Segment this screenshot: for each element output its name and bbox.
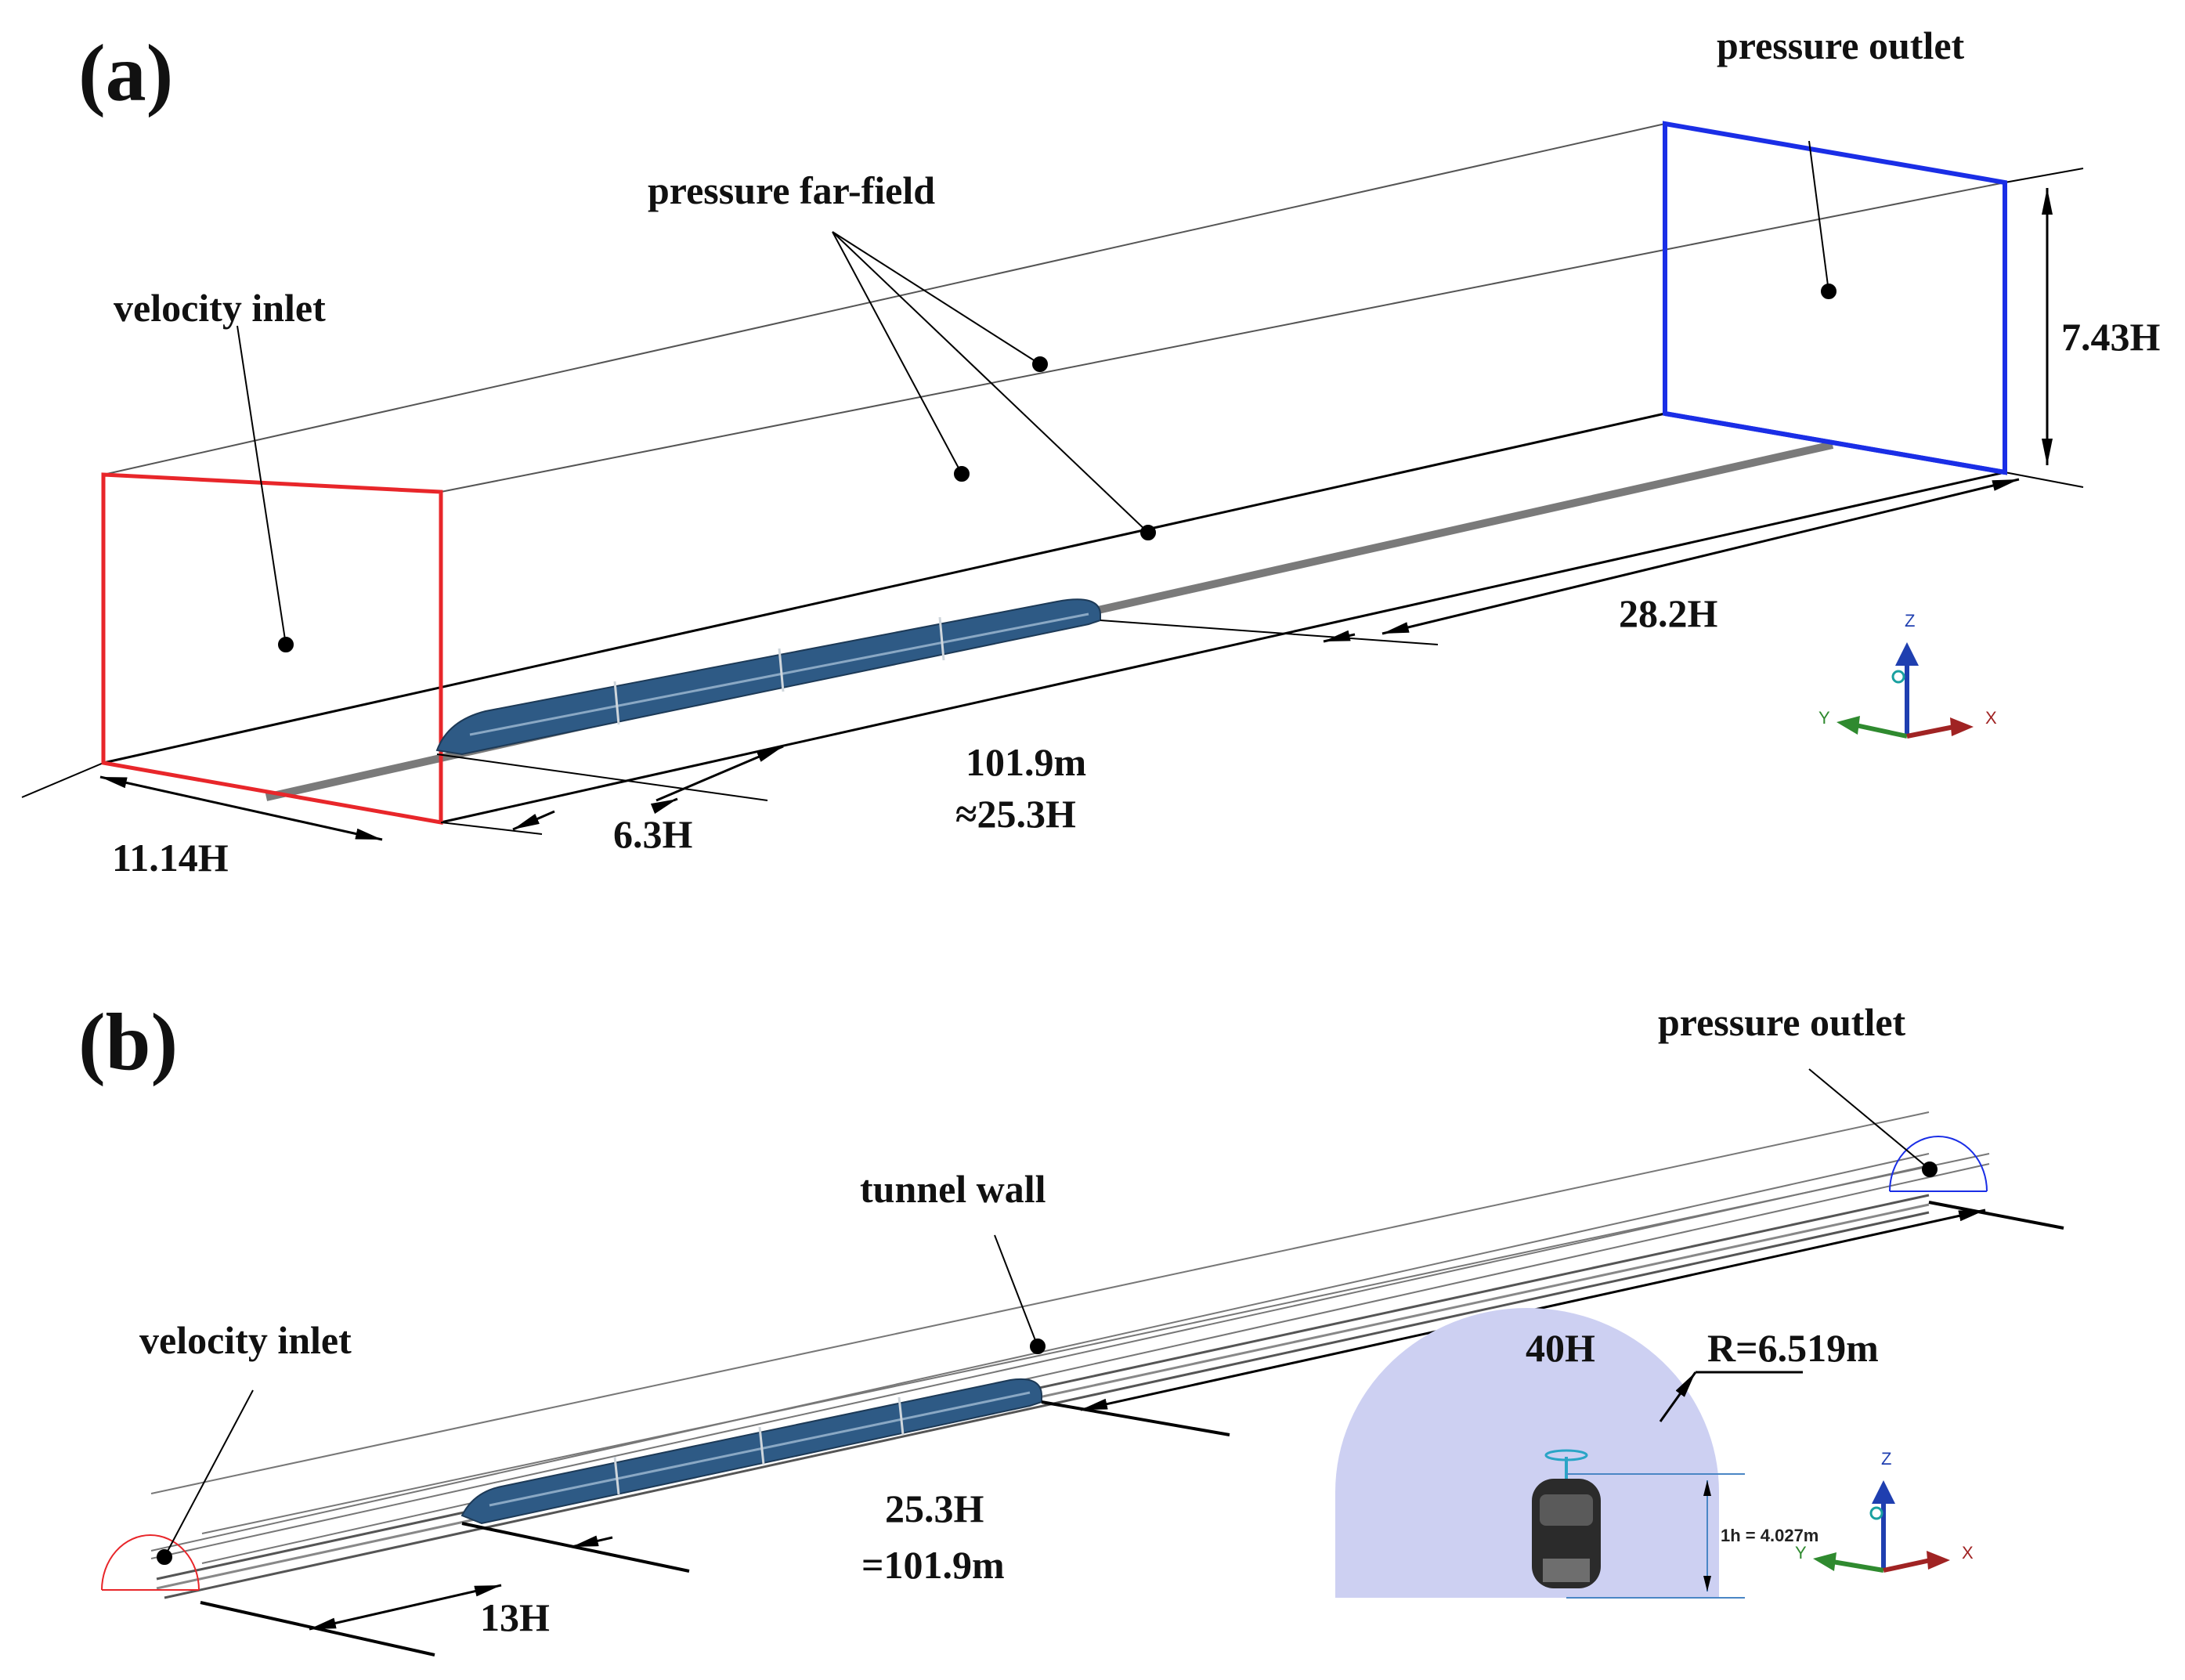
label-velocity-inlet-b: velocity inlet — [139, 1318, 352, 1362]
train-model-b — [460, 1378, 1042, 1525]
train-front-view — [1532, 1449, 1601, 1588]
domain-box — [21, 123, 2084, 824]
axis-triad-a: Z Y X — [1818, 611, 1997, 739]
label-train-length-m-b: =101.9m — [861, 1543, 1005, 1587]
label-pressure-outlet-b: pressure outlet — [1658, 1000, 1906, 1044]
pressure-outlet-arc — [1889, 1136, 1988, 1192]
label-tunnel-radius: R=6.519m — [1707, 1326, 1879, 1370]
panel-a-label: (a) — [78, 28, 173, 118]
tunnel-cross-section: 1h = 4.027m — [1335, 1308, 1818, 1599]
label-train-height: 1h = 4.027m — [1721, 1526, 1818, 1545]
axis-label-z-a: Z — [1905, 611, 1915, 630]
label-velocity-inlet-a: velocity inlet — [114, 286, 326, 330]
axis-label-y-a: Y — [1818, 708, 1830, 728]
pressure-outlet-face — [1663, 121, 2007, 475]
label-upstream-a: 6.3H — [613, 812, 693, 856]
panel-b-label: (b) — [78, 997, 178, 1087]
label-pressure-far-field: pressure far-field — [648, 168, 935, 212]
label-downstream-a: 28.2H — [1619, 591, 1718, 635]
axis-label-z-b: Z — [1881, 1449, 1891, 1469]
axis-label-x-a: X — [1985, 708, 1997, 728]
label-width-a: 11.14H — [112, 836, 229, 880]
axis-label-x-b: X — [1962, 1543, 1974, 1563]
label-domain-height: 7.43H — [2061, 315, 2161, 359]
velocity-inlet-arc — [101, 1534, 200, 1591]
dimension-arrows-a — [99, 188, 2053, 841]
train-model-a — [435, 598, 1101, 756]
train-height-dimension — [1566, 1473, 1745, 1599]
dimension-lines-a — [436, 620, 1439, 835]
axis-triad-b: Z Y X — [1795, 1449, 1974, 1573]
label-pressure-outlet-a: pressure outlet — [1717, 23, 1965, 67]
label-train-length-m-a: 101.9m — [966, 740, 1086, 784]
panel-b: (b) — [78, 997, 2064, 1657]
label-train-length-h-a: ≈25.3H — [955, 792, 1076, 836]
leader-lines-b — [157, 1068, 1938, 1565]
axis-label-y-b: Y — [1795, 1543, 1807, 1563]
label-upstream-b: 13H — [480, 1595, 550, 1639]
label-tunnel-wall: tunnel wall — [860, 1167, 1046, 1211]
dimension-lines-b — [200, 1201, 2064, 1657]
label-downstream-b: 40H — [1526, 1326, 1595, 1370]
leader-lines-a — [237, 140, 1836, 652]
panel-a: (a) — [21, 23, 2161, 880]
label-train-length-h-b: 25.3H — [885, 1487, 984, 1530]
